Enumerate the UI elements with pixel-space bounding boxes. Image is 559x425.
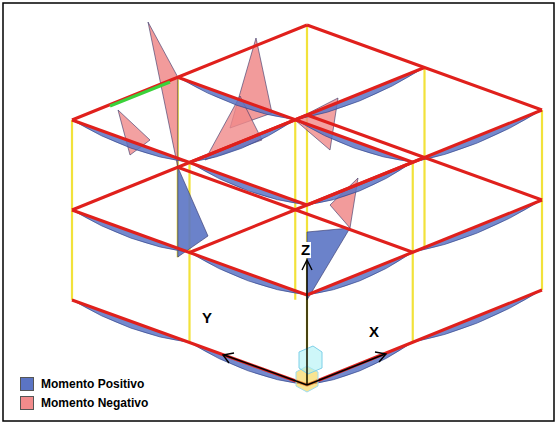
axis-label: Y [201, 310, 213, 326]
legend-text: Momento Negativo [41, 396, 148, 410]
legend-row: Momento Negativo [20, 396, 148, 410]
axis-label: Z [300, 242, 311, 258]
axis-label: X [368, 324, 380, 340]
legend-swatch [20, 396, 34, 410]
legend-swatch [20, 377, 34, 391]
legend-text: Momento Positivo [41, 377, 144, 391]
legend-row: Momento Positivo [20, 377, 144, 391]
